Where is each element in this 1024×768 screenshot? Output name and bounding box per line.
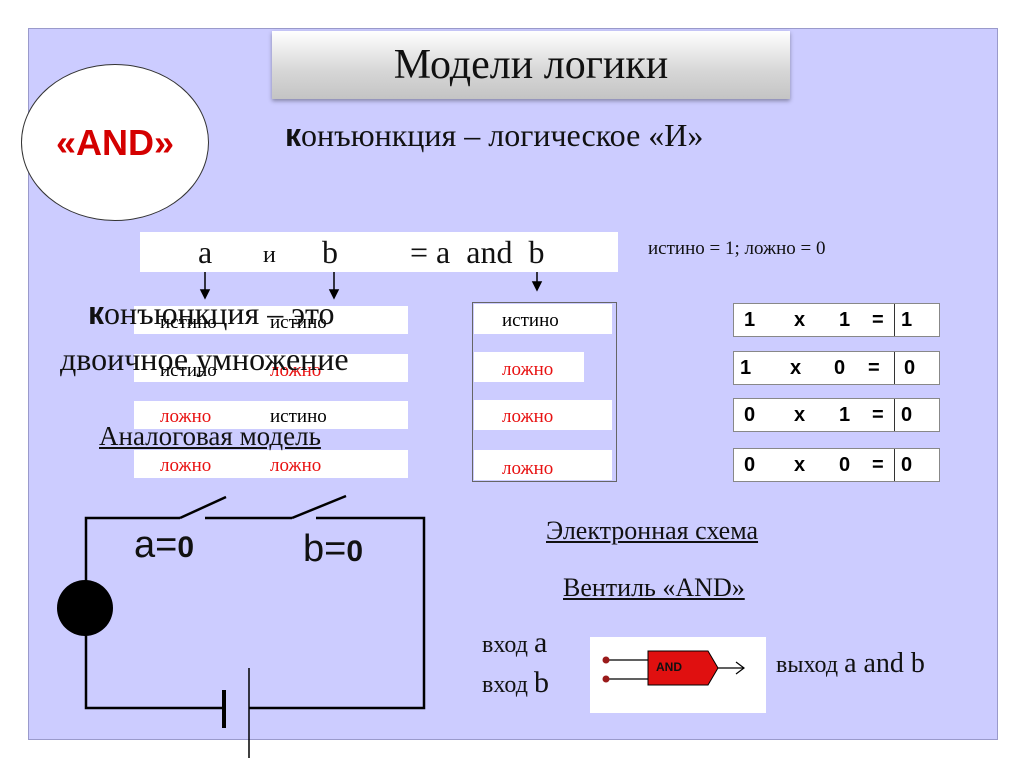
circuit-wires bbox=[84, 516, 426, 710]
truth-cell-a: ложно bbox=[160, 406, 212, 427]
mult-eq: = bbox=[872, 454, 884, 476]
circuit-b-text: b= bbox=[303, 528, 347, 570]
circuit-a-value: 0 bbox=[177, 531, 195, 564]
overlay-line1: конъюнкция – это bbox=[88, 294, 335, 332]
overlay-line2: двоичное умножение bbox=[60, 341, 349, 377]
truth-cell-a: истино bbox=[160, 360, 217, 381]
truth-row-strip bbox=[134, 306, 408, 334]
output-word: выход bbox=[776, 652, 839, 678]
truth-cell-a: ложно bbox=[160, 455, 212, 476]
mult-b: 1 bbox=[839, 309, 851, 331]
subtitle-text: онъюнкция – логическое «И» bbox=[301, 117, 704, 153]
result-cell: ложно bbox=[502, 359, 554, 380]
mult-eq: = bbox=[868, 357, 880, 379]
result-strip bbox=[474, 450, 612, 480]
truth-note: истино = 1; ложно = 0 bbox=[648, 238, 826, 259]
input-a-var: a bbox=[533, 626, 548, 659]
overlay-initial: к bbox=[88, 295, 105, 331]
circuit-b-value: 0 bbox=[346, 535, 364, 568]
mult-b: 0 bbox=[839, 454, 851, 476]
electronic-scheme-heading: Электронная схема bbox=[546, 516, 759, 545]
truth-cell-b: истино bbox=[270, 406, 327, 427]
slide-title: Модели логики bbox=[272, 31, 790, 99]
result-strip bbox=[474, 304, 612, 334]
switch-b bbox=[291, 494, 347, 520]
truth-row-strip bbox=[134, 450, 408, 478]
mult-row: 0 x 0 = 0 bbox=[733, 448, 940, 482]
mult-row: 1 x 1 = 1 bbox=[733, 303, 940, 337]
mult-eq: = bbox=[872, 404, 884, 426]
mult-op: x bbox=[794, 309, 806, 331]
circuit-a-text: a= bbox=[134, 524, 178, 566]
formula-b: b bbox=[322, 234, 338, 270]
mult-op: x bbox=[794, 404, 806, 426]
truth-cell-b: ложно bbox=[270, 360, 322, 381]
gate-label: AND bbox=[656, 660, 682, 674]
and-badge: «AND» bbox=[21, 64, 209, 221]
result-strip bbox=[474, 352, 584, 382]
and-badge-label: «AND» bbox=[55, 121, 175, 163]
mult-a: 1 bbox=[740, 357, 752, 379]
output-expr: a and b bbox=[844, 648, 925, 679]
subtitle: конъюнкция – логическое «И» bbox=[285, 117, 703, 154]
down-arrows bbox=[199, 272, 543, 300]
truth-row-strip bbox=[134, 354, 408, 382]
formula-strip bbox=[140, 232, 618, 272]
mult-a: 1 bbox=[744, 309, 756, 331]
circuit-a-label: a=0 bbox=[134, 524, 194, 567]
formula-i: и bbox=[263, 242, 276, 268]
mult-a: 0 bbox=[744, 454, 756, 476]
mult-result: 0 bbox=[901, 404, 913, 426]
result-strip bbox=[474, 400, 612, 430]
truth-cell-b: истино bbox=[270, 312, 327, 333]
input-a-label: вход a bbox=[482, 626, 547, 660]
mult-op: x bbox=[794, 454, 806, 476]
mult-separator bbox=[894, 352, 895, 384]
mult-separator bbox=[894, 399, 895, 431]
switch-a bbox=[179, 495, 227, 520]
truth-cell-a: истино bbox=[160, 312, 217, 333]
mult-separator bbox=[894, 449, 895, 481]
formula-result: = a and b bbox=[410, 234, 545, 270]
mult-result: 0 bbox=[901, 454, 913, 476]
lamp-icon bbox=[57, 580, 113, 636]
result-cell: ложно bbox=[502, 406, 554, 427]
mult-op: x bbox=[790, 357, 802, 379]
input-b-var: b bbox=[533, 666, 549, 699]
mult-b: 0 bbox=[834, 357, 846, 379]
overlay-text1: онъюнкция – это bbox=[104, 295, 335, 331]
gate-heading: Вентиль «AND» bbox=[563, 573, 745, 602]
mult-result: 0 bbox=[904, 357, 916, 379]
truth-row-strip bbox=[134, 401, 408, 429]
mult-row: 1 x 0 = 0 bbox=[733, 351, 940, 385]
input-b-label: вход b bbox=[482, 666, 549, 700]
circuit-b-label: b=0 bbox=[303, 528, 363, 571]
result-cell: истино bbox=[502, 310, 559, 331]
formula-a: a bbox=[198, 234, 213, 270]
subtitle-initial: к bbox=[285, 117, 302, 153]
input-word: вход bbox=[482, 672, 528, 698]
mult-eq: = bbox=[872, 309, 884, 331]
mult-row: 0 x 1 = 0 bbox=[733, 398, 940, 432]
input-word: вход bbox=[482, 632, 528, 658]
analog-model-heading: Аналоговая модель bbox=[99, 421, 321, 451]
truth-cell-b: ложно bbox=[270, 455, 322, 476]
mult-separator bbox=[894, 304, 895, 336]
mult-a: 0 bbox=[744, 404, 756, 426]
and-gate-graphic bbox=[590, 637, 766, 713]
mult-b: 1 bbox=[839, 404, 851, 426]
output-label: выход a and b bbox=[776, 648, 925, 680]
mult-result: 1 bbox=[901, 309, 913, 331]
result-cell: ложно bbox=[502, 458, 554, 479]
